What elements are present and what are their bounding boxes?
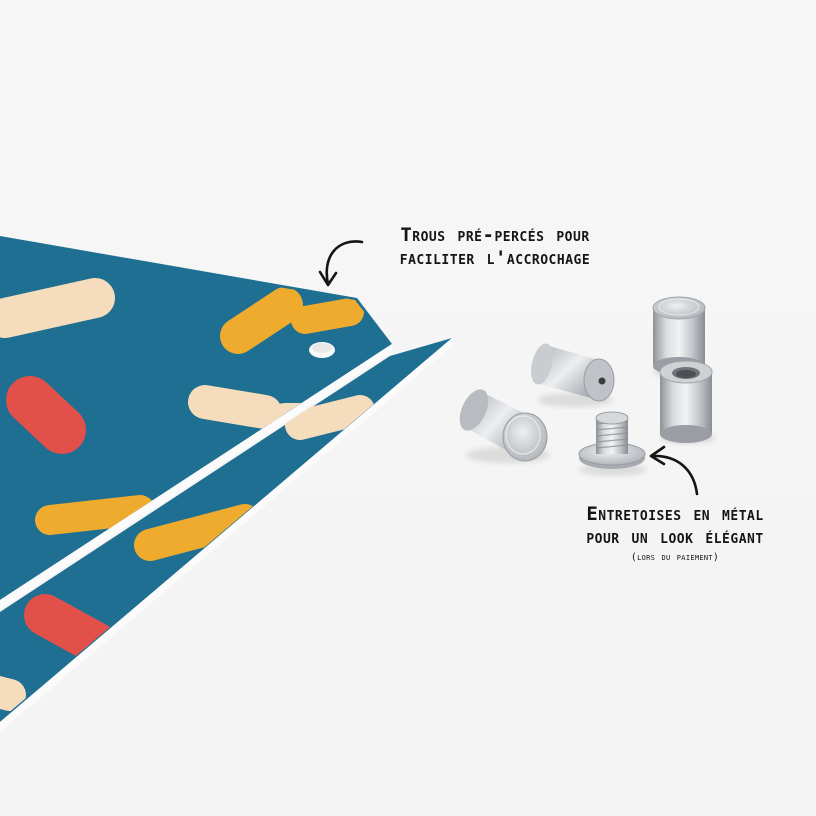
annotation-spacers-note: (lors du paiement)	[630, 551, 720, 563]
curved-arrow-left-icon	[649, 445, 699, 496]
annotation-metal-spacers: Entretoises en métal pour un look élégan…	[545, 503, 805, 564]
annotation-pre-drilled-holes: Trous pré-percés pour faciliter l'accroc…	[360, 224, 630, 270]
spacer-barrel-standing	[659, 360, 713, 443]
annotation-spacers-line1: Entretoises en métal	[586, 503, 764, 525]
annotation-holes-line1: Trous pré-percés pour	[400, 224, 590, 246]
spacer-screw	[578, 411, 646, 469]
spacer-cap-lying	[459, 389, 548, 462]
curved-arrow-down-icon	[318, 240, 364, 287]
annotation-spacers-line2: pour un look élégant	[586, 525, 764, 548]
metal-spacers	[459, 296, 716, 476]
annotation-holes-line2: faciliter l'accrochage	[399, 246, 591, 269]
front-panel	[0, 338, 452, 732]
back-panel	[0, 236, 392, 610]
spacer-threaded-lying	[531, 343, 615, 402]
